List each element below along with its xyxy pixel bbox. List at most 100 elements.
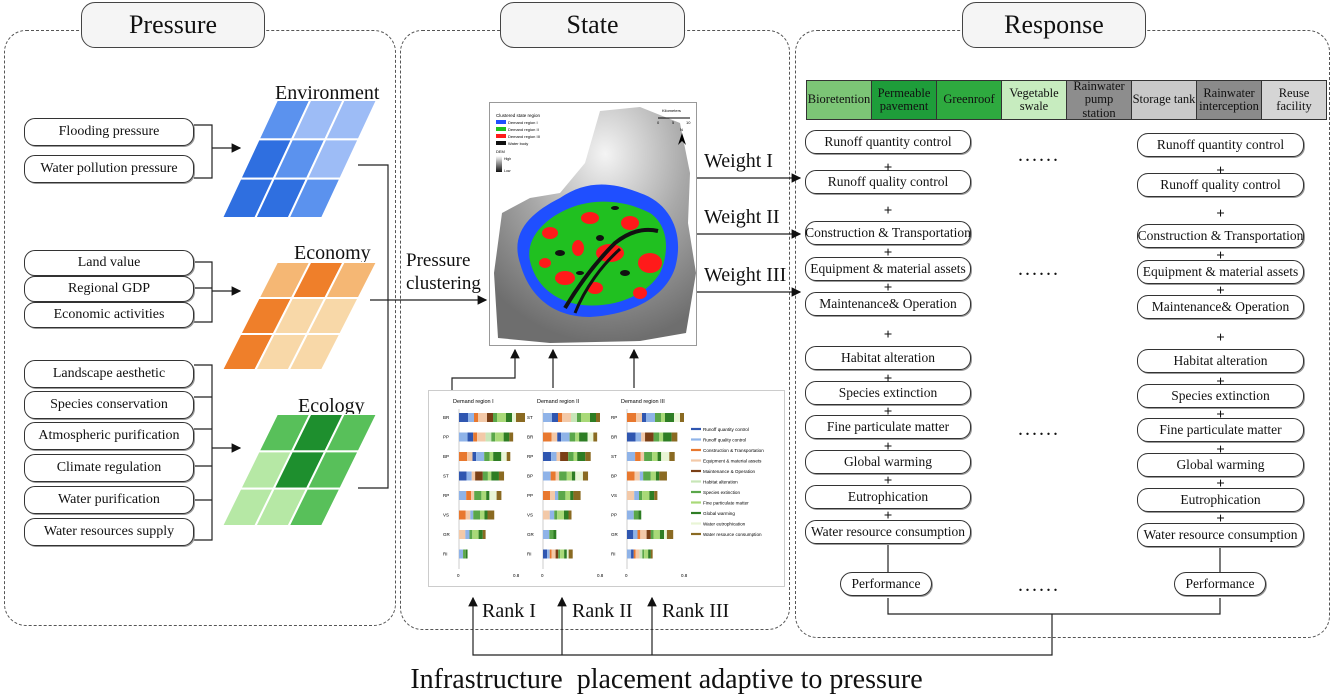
- bar-segment: [627, 432, 636, 442]
- bar-segment: [459, 491, 467, 500]
- bar-segment: [644, 549, 649, 559]
- bar-segment: [487, 471, 492, 481]
- bar-segment: [482, 530, 486, 539]
- bar-segment: [564, 510, 569, 520]
- bar-segment: [471, 471, 476, 481]
- bar-segment: [543, 510, 550, 520]
- bar-row-label: ST: [527, 415, 533, 420]
- bar-segment: [484, 452, 490, 461]
- plus-sign: +: [883, 327, 893, 343]
- bar-segment: [640, 530, 647, 539]
- pressure-item: Water purification: [24, 486, 194, 514]
- bar-segment: [642, 491, 650, 500]
- plus-sign: +: [1216, 283, 1225, 299]
- bar-segment: [496, 491, 502, 500]
- bar-segment: [639, 471, 644, 481]
- bar-segment: [568, 549, 573, 559]
- ecology-grid: [222, 414, 379, 527]
- bar-segment: [639, 549, 643, 559]
- bar-legend-item: Water resource consumption: [703, 532, 762, 537]
- bar-legend-item: Global warming: [703, 511, 735, 516]
- bar-segment: [491, 471, 499, 481]
- facility-cell: Reuse facility: [1261, 80, 1327, 120]
- criteria-node: Equipment & material assets: [805, 257, 971, 281]
- criteria-node: Maintenance& Operation: [1137, 295, 1304, 319]
- plus-sign: +: [883, 473, 893, 489]
- bar-segment: [549, 530, 554, 539]
- criteria-node: Water resource consumption: [805, 520, 971, 544]
- bar-segment: [465, 530, 470, 539]
- criteria-node: Equipment & material assets: [1137, 260, 1304, 284]
- bar-segment: [512, 413, 516, 422]
- bar-segment: [627, 452, 636, 461]
- map-dem-label: DEM: [496, 149, 505, 154]
- pressure-item: Climate regulation: [24, 454, 194, 482]
- plus-sign: +: [883, 160, 893, 176]
- bar-segment: [590, 413, 596, 422]
- bar-segment: [558, 413, 562, 422]
- bar-row-label: ST: [611, 454, 617, 459]
- bar-segment: [635, 452, 641, 461]
- map-dem-low: Low: [504, 169, 511, 173]
- plus-sign: +: [1216, 442, 1225, 458]
- bar-segment: [575, 432, 580, 442]
- bar-legend-item: Equipment & material assets: [703, 458, 762, 463]
- bar-segment: [493, 452, 502, 461]
- bar-row-label: GR: [611, 532, 619, 537]
- bar-segment: [558, 549, 561, 559]
- bar-row-label: PP: [443, 435, 449, 440]
- facility-cell: Permeable pavement: [871, 80, 937, 120]
- bar-segment: [575, 471, 583, 481]
- bar-segment: [646, 530, 651, 539]
- bar-segment: [644, 452, 653, 461]
- environment-title: Environment: [275, 82, 380, 104]
- criteria-node: Fine particulate matter: [805, 415, 971, 439]
- bar-segment: [642, 413, 646, 422]
- bar-segment: [627, 471, 635, 481]
- plus-sign: +: [883, 371, 893, 387]
- facility-cell: Vegetable swale: [1001, 80, 1067, 120]
- map-north-label: N: [680, 127, 683, 132]
- bar-row-label: VS: [527, 513, 533, 518]
- bar-segment: [489, 452, 494, 461]
- weight-label: Weight II: [704, 206, 780, 228]
- bar-segment: [543, 413, 552, 422]
- facility-cell: Rainwater pump station: [1066, 80, 1132, 120]
- bar-segment: [639, 491, 643, 500]
- bar-legend-item: Fine particulate matter: [703, 500, 749, 505]
- map-scale-tick: 5: [672, 120, 675, 125]
- bar-segment: [465, 510, 471, 520]
- bar-segment: [581, 413, 590, 422]
- bar-chart-title: Demand region I: [453, 399, 494, 405]
- bar-legend-item: Runoff quantity control: [703, 427, 749, 432]
- weight-label: Weight III: [704, 264, 787, 286]
- bar-segment: [627, 549, 632, 559]
- plus-sign: +: [1216, 206, 1225, 222]
- bar-segment: [570, 491, 574, 500]
- criteria-node: Runoff quality control: [805, 170, 971, 194]
- bar-segment: [596, 413, 600, 422]
- bar-segment: [587, 432, 594, 442]
- bar-segment: [680, 413, 684, 422]
- bar-segment: [561, 432, 570, 442]
- bar-segment: [585, 452, 591, 461]
- bar-segment: [659, 432, 664, 442]
- bar-segment: [497, 413, 506, 422]
- bar-segment: [498, 471, 505, 481]
- bar-segment: [562, 413, 571, 422]
- map-legend-item: Water body: [508, 141, 528, 146]
- bar-segment: [566, 549, 569, 559]
- bar-row-label: BR: [443, 415, 450, 420]
- bar-segment: [471, 491, 475, 500]
- bar-segment: [475, 471, 483, 481]
- criteria-node: Eutrophication: [1137, 488, 1304, 512]
- plus-sign: +: [1216, 511, 1225, 527]
- bar-segment: [474, 491, 482, 500]
- bar-segment: [474, 413, 478, 422]
- bar-row-label: BP: [611, 474, 617, 479]
- bar-segment: [506, 413, 512, 422]
- bar-axis-tick: 0: [625, 573, 628, 578]
- bar-segment: [465, 549, 468, 559]
- facility-cell: Storage tank: [1131, 80, 1197, 120]
